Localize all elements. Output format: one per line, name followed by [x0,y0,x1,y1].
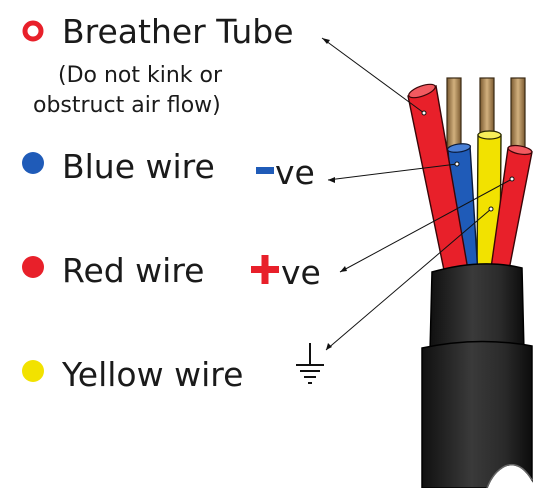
red-label-group: Red wire ve [22,251,321,292]
breather-note-line1: (Do not kink or [58,63,223,88]
blue-leader [327,163,458,181]
yellow-leader [325,208,492,351]
breather-leader [321,37,425,114]
ground-symbol-icon [296,343,324,384]
breather-title: Breather Tube [62,12,294,51]
yellow-bullet-icon [22,360,44,382]
cable-jacket-lower [421,340,533,488]
blue-label-group: Blue wire ve [22,147,315,192]
breather-label-group: Breather Tube (Do not kink or obstruct a… [22,12,294,118]
blue-bullet-icon [22,152,44,174]
red-polarity-plus-icon [251,255,279,284]
red-bullet-icon [22,256,44,278]
blue-polarity-minus-icon [256,167,274,174]
breather-note-line2: obstruct air flow) [33,93,221,118]
leader-arrowheads [322,38,347,350]
blue-polarity-suffix: ve [275,153,315,192]
red-polarity-suffix: ve [281,253,321,292]
breather-bullet-icon [22,20,44,42]
leader-lines [321,37,515,351]
blue-label: Blue wire [62,147,215,186]
cable-illustration [407,77,533,488]
yellow-label: Yellow wire [61,355,243,394]
yellow-label-group: Yellow wire [22,343,324,394]
red-leader [339,178,513,273]
red-label: Red wire [62,251,205,290]
cable-jacket-upper [429,263,525,353]
